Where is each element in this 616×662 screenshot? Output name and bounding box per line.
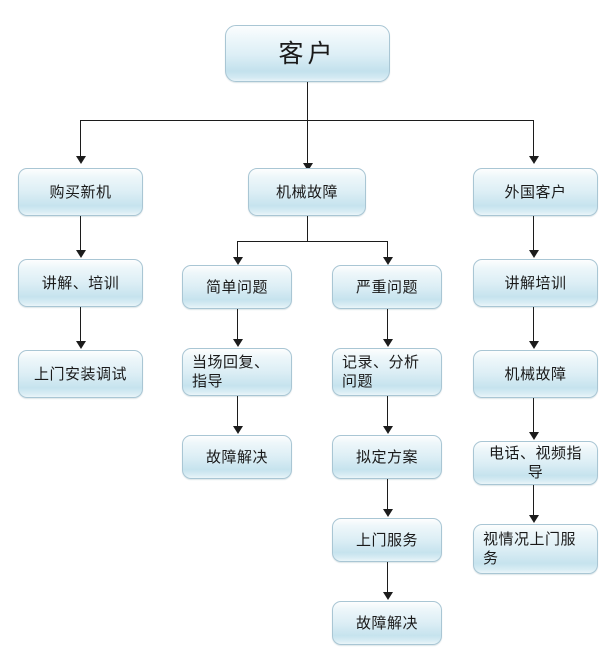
node-label: 上门安装调试 xyxy=(33,364,127,383)
connector-left-2 xyxy=(80,307,81,345)
node-label: 机械故障 xyxy=(504,364,567,383)
arrowhead-mid-serious xyxy=(383,257,393,265)
node-label: 外国客户 xyxy=(504,182,567,201)
node-simple-problem[interactable]: 简单问题 xyxy=(182,265,292,309)
node-label: 简单问题 xyxy=(205,277,268,296)
node-label: 客户 xyxy=(278,39,337,68)
connector-mid-bar xyxy=(237,241,388,242)
node-explain-training-left[interactable]: 讲解、培训 xyxy=(18,259,143,307)
arrowhead-serious-2 xyxy=(383,426,393,434)
connector-serious-3 xyxy=(387,479,388,513)
node-label: 电话、视频指导 xyxy=(488,444,582,481)
node-record-analyze-problem[interactable]: 记录、分析问题 xyxy=(332,348,442,396)
node-label: 视情况上门服务 xyxy=(483,530,577,567)
node-draft-plan[interactable]: 拟定方案 xyxy=(332,435,442,479)
arrowhead-right-2 xyxy=(529,341,539,349)
node-label: 记录、分析问题 xyxy=(342,353,420,390)
arrowhead-serious-4 xyxy=(383,592,393,600)
arrowhead-right-1 xyxy=(529,250,539,258)
arrowhead-left-1 xyxy=(76,250,86,258)
connector-top-to-left xyxy=(80,120,81,158)
node-label: 严重问题 xyxy=(355,277,418,296)
connector-serious-4 xyxy=(387,562,388,596)
arrowhead-serious-3 xyxy=(383,509,393,517)
connector-mid-stem xyxy=(307,216,308,241)
connector-serious-2 xyxy=(387,396,388,430)
node-phone-video-guidance[interactable]: 电话、视频指导 xyxy=(473,441,598,485)
connector-mid-to-simple xyxy=(237,241,238,261)
arrowhead-top-middle xyxy=(303,163,313,171)
arrowhead-right-4 xyxy=(529,515,539,523)
node-fault-resolved-serious[interactable]: 故障解决 xyxy=(332,601,442,645)
node-serious-problem[interactable]: 严重问题 xyxy=(332,265,442,309)
connector-mid-to-serious xyxy=(387,241,388,261)
node-explain-training-right[interactable]: 讲解培训 xyxy=(473,259,598,307)
arrowhead-left-2 xyxy=(76,341,86,349)
node-purchase-new-machine[interactable]: 购买新机 xyxy=(18,168,143,216)
connector-right-4 xyxy=(533,485,534,519)
connector-right-2 xyxy=(533,307,534,345)
connector-right-1 xyxy=(533,216,534,254)
node-label: 讲解培训 xyxy=(504,273,567,292)
node-fault-resolved-simple[interactable]: 故障解决 xyxy=(182,435,292,479)
connector-root-stem xyxy=(307,82,308,120)
node-onsite-reply-guidance[interactable]: 当场回复、指导 xyxy=(182,348,292,396)
node-label: 当场回复、指导 xyxy=(192,353,270,390)
connector-right-3 xyxy=(533,398,534,436)
node-label: 机械故障 xyxy=(275,182,338,201)
node-label: 拟定方案 xyxy=(355,447,418,466)
connector-left-1 xyxy=(80,216,81,254)
arrowhead-right-3 xyxy=(529,432,539,440)
node-mechanical-fault[interactable]: 机械故障 xyxy=(248,168,366,216)
node-label: 故障解决 xyxy=(355,613,418,632)
connector-simple-1 xyxy=(237,309,238,343)
node-onsite-service[interactable]: 上门服务 xyxy=(332,518,442,562)
node-label: 购买新机 xyxy=(49,182,112,201)
node-label: 讲解、培训 xyxy=(41,273,120,292)
arrowhead-simple-1 xyxy=(233,339,243,347)
arrowhead-serious-1 xyxy=(383,339,393,347)
node-foreign-customer[interactable]: 外国客户 xyxy=(473,168,598,216)
node-label: 故障解决 xyxy=(205,447,268,466)
node-mechanical-fault-right[interactable]: 机械故障 xyxy=(473,350,598,398)
node-onsite-service-as-needed[interactable]: 视情况上门服务 xyxy=(473,524,598,574)
connector-serious-1 xyxy=(387,309,388,343)
node-customer[interactable]: 客户 xyxy=(225,25,390,82)
arrowhead-top-left xyxy=(76,156,86,164)
node-onsite-install-debug[interactable]: 上门安装调试 xyxy=(18,350,143,398)
connector-simple-2 xyxy=(237,396,238,430)
node-label: 上门服务 xyxy=(355,530,418,549)
connector-top-to-middle xyxy=(307,120,308,166)
connector-top-to-right xyxy=(533,120,534,158)
arrowhead-mid-simple xyxy=(233,257,243,265)
arrowhead-top-right xyxy=(529,156,539,164)
arrowhead-simple-2 xyxy=(233,426,243,434)
